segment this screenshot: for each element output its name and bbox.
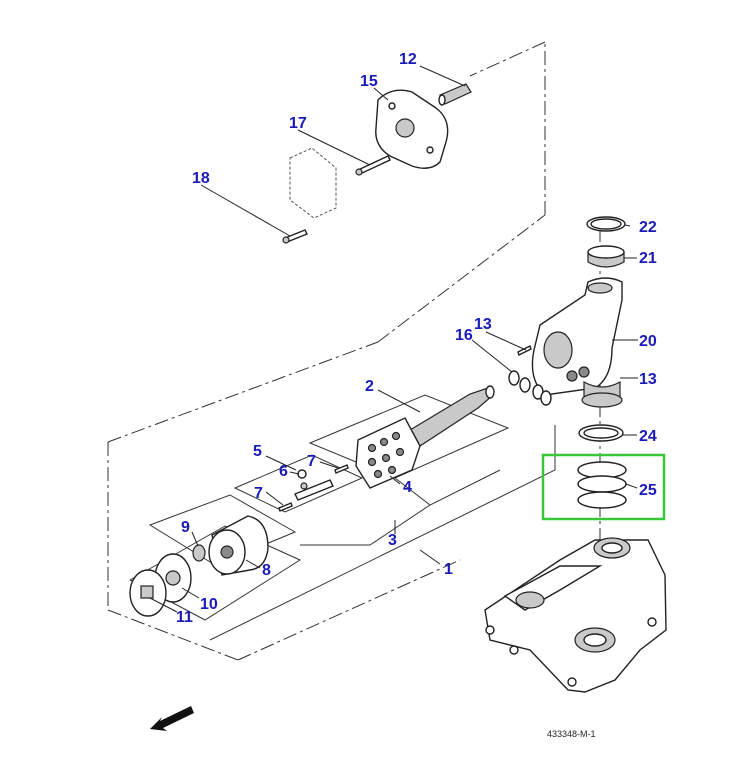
housing-port — [543, 331, 573, 369]
pump-housing — [484, 537, 667, 693]
pin-13 — [517, 345, 532, 356]
housing-bore-3 — [515, 591, 545, 609]
o-ring-16d — [540, 390, 552, 406]
seal-13 — [581, 392, 623, 408]
callout-7-left: 7 — [254, 485, 263, 502]
callout-3: 3 — [388, 532, 397, 549]
callout-8: 8 — [262, 562, 271, 579]
callout-20: 20 — [639, 333, 657, 350]
pin-7a — [334, 464, 349, 474]
callout-22: 22 — [639, 219, 657, 236]
callout-13-right: 13 — [639, 371, 657, 388]
reference-code: 433348-M-1 — [547, 729, 596, 739]
callout-6: 6 — [279, 463, 288, 480]
callout-15: 15 — [360, 73, 378, 90]
o-ring-16b — [519, 377, 531, 393]
callout-24: 24 — [639, 428, 657, 445]
callout-9: 9 — [181, 519, 190, 536]
ball-6 — [297, 469, 307, 479]
callout-2: 2 — [365, 378, 374, 395]
callout-16: 16 — [455, 327, 473, 344]
seal-ring-25b — [577, 475, 627, 493]
callout-25: 25 — [639, 482, 657, 499]
callout-7-top: 7 — [307, 453, 316, 470]
housing-body — [484, 539, 667, 693]
callout-13-left: 13 — [474, 316, 492, 333]
callout-21: 21 — [639, 250, 657, 267]
spring-9 — [192, 544, 206, 562]
seal-ring-25c — [577, 491, 627, 509]
pistons — [367, 431, 405, 479]
rotating-group — [129, 385, 495, 617]
highlight-box — [541, 453, 666, 521]
bolt-17 — [357, 155, 391, 175]
callout-5: 5 — [253, 443, 262, 460]
callout-17: 17 — [289, 115, 307, 132]
callout-18: 18 — [192, 170, 210, 187]
callout-10: 10 — [200, 596, 218, 613]
housing-assembly — [508, 216, 627, 509]
leader-lines — [149, 65, 638, 613]
callout-4: 4 — [403, 479, 412, 496]
pin-7b — [278, 502, 293, 512]
cover-assembly — [282, 83, 472, 244]
direction-arrow — [150, 706, 194, 731]
pin-rod — [294, 479, 334, 501]
o-ring-16a — [508, 370, 520, 386]
callout-11: 11 — [176, 609, 193, 626]
subassembly-brackets — [128, 394, 556, 641]
callouts: 12 15 17 18 22 21 20 13 13 16 24 25 2 5 … — [176, 51, 657, 626]
cover-bore — [395, 118, 415, 138]
gasket — [289, 147, 337, 219]
callout-1: 1 — [444, 561, 453, 578]
callout-12: 12 — [399, 51, 417, 68]
piston-block — [355, 417, 421, 489]
